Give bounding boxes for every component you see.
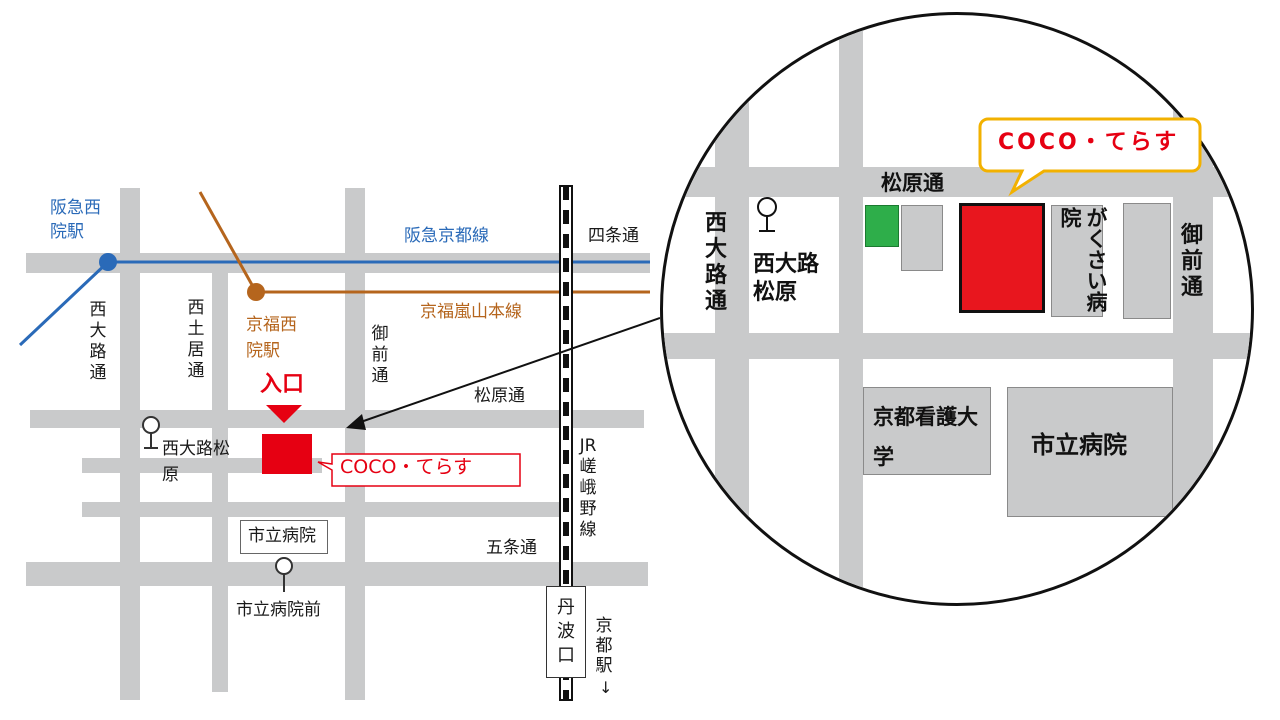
zoom-building-small xyxy=(901,205,943,271)
rail-lines xyxy=(18,185,660,701)
keifuku-station-text: 京福西院駅 xyxy=(246,315,297,361)
zoom-nishioji-dori-label: 西大路通 xyxy=(704,211,727,314)
zoom-gakusai-hospital-text: がくさい病院 xyxy=(1058,207,1108,312)
zoom-facility-marker[interactable] xyxy=(959,203,1045,313)
zoom-pointer-line xyxy=(354,317,660,425)
keifuku-line-track-north xyxy=(198,191,258,293)
bus-stop-pin-hospital xyxy=(275,557,293,575)
bus-stop-nishioji-matsubara-text: 西大路松原 xyxy=(162,439,230,485)
shijo-dori-label: 四条通 xyxy=(588,226,639,246)
road-minor-2 xyxy=(82,502,562,517)
zoom-city-hospital-building xyxy=(1007,387,1173,517)
to-kyoto-arrow: ↓ xyxy=(599,678,613,697)
tambaguchi-station-label: 丹波口 xyxy=(557,597,575,666)
road-matsubara xyxy=(30,410,644,428)
zoom-building-right xyxy=(1123,203,1171,319)
zoom-bus-stop-label: 西大路松原 xyxy=(753,251,833,307)
zoom-block-lower-left xyxy=(749,359,839,449)
keifuku-line-label: 京福嵐山本線 xyxy=(420,302,522,322)
hankyu-line-label: 阪急京都線 xyxy=(404,226,489,246)
zoom-bus-stop-text: 西大路松原 xyxy=(753,252,820,305)
zoom-nursing-univ-label: 京都看護大学 xyxy=(873,397,989,477)
zoom-road-lower xyxy=(663,333,1251,359)
city-hospital-box xyxy=(240,520,328,554)
hankyu-station-text: 阪急西院駅 xyxy=(50,198,101,242)
zoom-nursing-univ-building xyxy=(863,387,991,475)
zoom-circle: 西大路通 西大路松原 松原通 がくさい病院 御前通 京都看護大学 市立病院 xyxy=(660,12,1254,606)
nishioji-dori-label: 西大路通 xyxy=(89,300,107,383)
jr-line-label: JR嵯峨野線 xyxy=(579,436,597,540)
zoom-matsubara-dori-label: 松原通 xyxy=(881,171,944,195)
facility-callout-frame xyxy=(317,453,521,487)
entrance-label: 入口 xyxy=(260,372,305,397)
zoom-city-hospital-label: 市立病院 xyxy=(1031,431,1127,459)
road-nishitsuchiido xyxy=(212,262,228,692)
facility-marker[interactable] xyxy=(262,434,312,474)
keifuku-station-label: 京福西院駅 xyxy=(246,312,306,364)
zoom-facility-callout-label: COCO・てらす xyxy=(998,130,1180,155)
zoom-bus-stop-pin xyxy=(757,197,777,232)
zoom-pointer-arrowhead xyxy=(346,414,366,430)
road-nishioji xyxy=(120,188,140,700)
city-hospital-label: 市立病院 xyxy=(248,526,316,546)
hankyu-line-track-west xyxy=(18,260,110,347)
gojo-dori-label: 五条通 xyxy=(486,538,537,558)
zoom-onmae-dori-label: 御前通 xyxy=(1180,223,1203,300)
road-onmae xyxy=(345,188,365,700)
keifuku-station-dot xyxy=(247,283,265,301)
hankyu-station-dot xyxy=(99,253,117,271)
bus-stop-nishioji-matsubara-label: 西大路松原 xyxy=(162,436,232,488)
zoom-facility-callout-frame xyxy=(978,117,1202,197)
zoom-gakusai-building xyxy=(1051,205,1103,317)
zoom-nursing-univ-text: 京都看護大学 xyxy=(873,405,978,469)
zoom-block-bus xyxy=(749,197,839,333)
tambaguchi-station-box xyxy=(546,586,586,678)
bus-stop-pin-nishioji xyxy=(142,416,160,434)
to-kyoto-station-label: 京都駅 xyxy=(595,616,613,676)
matsubara-dori-label: 松原通 xyxy=(474,386,525,406)
entrance-triangle xyxy=(266,405,302,423)
bus-stop-city-hospital-label: 市立病院前 xyxy=(236,600,321,620)
facility-callout-label: COCO・てらす xyxy=(340,456,473,478)
zoom-road-nishioji xyxy=(715,15,749,603)
hankyu-station-label: 阪急西院駅 xyxy=(50,196,110,244)
nishitsuchiido-dori-label: 西土居通 xyxy=(187,298,205,381)
zoom-parking-green xyxy=(865,205,899,247)
zoom-gakusai-hospital-label: がくさい病院 xyxy=(1057,207,1109,317)
zoom-road-middle xyxy=(839,15,863,603)
onmae-dori-label: 御前通 xyxy=(371,324,389,386)
zoom-road-onmae xyxy=(1173,15,1213,603)
